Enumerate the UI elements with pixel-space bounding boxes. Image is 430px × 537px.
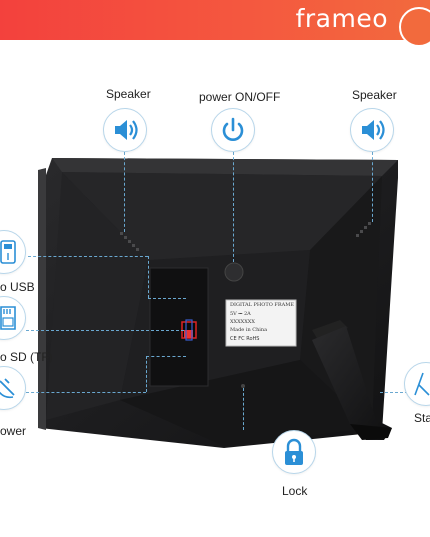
port-recess: [149, 267, 209, 387]
leader-sd: [26, 330, 184, 331]
callout-stand: [404, 362, 430, 406]
frame-edge: [38, 168, 46, 430]
power-button-physical: [224, 262, 244, 282]
speaker-grille-left: [120, 232, 139, 251]
callout-sd: [0, 296, 26, 340]
stand-icon: [414, 372, 430, 396]
device-label-title: DIGITAL PHOTO FRAME: [230, 302, 294, 308]
leader-power-dc-h2: [146, 356, 186, 357]
device-label-line3: Made in China: [230, 327, 268, 333]
label-speaker-right: Speaker: [352, 88, 397, 102]
label-stand: Sta: [414, 411, 430, 425]
callout-power: [211, 108, 255, 152]
leader-usb-v: [148, 256, 149, 298]
leader-speaker-left: [124, 152, 125, 232]
leader-speaker-right: [372, 152, 373, 222]
brand-logo-mark: [399, 7, 430, 47]
label-lock: Lock: [282, 484, 308, 498]
label-sd: o SD (TF): [0, 350, 53, 364]
leader-usb-h2: [148, 298, 186, 299]
leader-lock: [243, 388, 244, 430]
callout-lock: [272, 430, 316, 474]
sd-card-icon: [0, 306, 16, 330]
speaker-icon: [115, 120, 138, 140]
device-label-sticker: [225, 299, 297, 347]
leader-stand: [380, 392, 408, 393]
lock-icon: [285, 438, 303, 465]
device-label-line1: 5V ⎓ 2A: [230, 311, 251, 317]
frame-facet: [300, 176, 382, 428]
label-power: power ON/OFF: [199, 90, 281, 104]
speaker-grille-right: [356, 222, 371, 237]
label-speaker-left: Speaker: [106, 87, 151, 101]
usb-port: [185, 319, 193, 341]
leader-power-dc-h: [26, 392, 146, 393]
device-label-line2: XXXXXXX: [230, 319, 255, 325]
stand-base-block: [312, 320, 348, 340]
callout-speaker-right: [350, 108, 394, 152]
leader-power-dc-v: [146, 356, 147, 392]
stand: [312, 326, 392, 440]
frame-facet: [62, 172, 382, 260]
callout-usb: [0, 230, 26, 274]
callout-dc-power: [0, 366, 26, 410]
stand-foot: [350, 424, 392, 440]
leader-usb-h: [28, 256, 148, 257]
label-dc-power: ower: [0, 424, 27, 438]
frame-facet: [120, 360, 372, 446]
frame-facet: [52, 158, 398, 176]
label-usb: o USB: [0, 280, 35, 294]
power-icon: [222, 117, 244, 141]
brand-banner: frameo: [0, 0, 430, 47]
speaker-icon: [362, 120, 385, 140]
dc-plug-icon: [0, 378, 15, 399]
device-label-certs: CE FC RoHS: [230, 336, 260, 342]
brand-logo: frameo: [295, 4, 388, 33]
usb-icon: [0, 240, 16, 264]
leader-power: [233, 152, 234, 262]
lock-hole: [241, 384, 245, 388]
callout-speaker-left: [103, 108, 147, 152]
